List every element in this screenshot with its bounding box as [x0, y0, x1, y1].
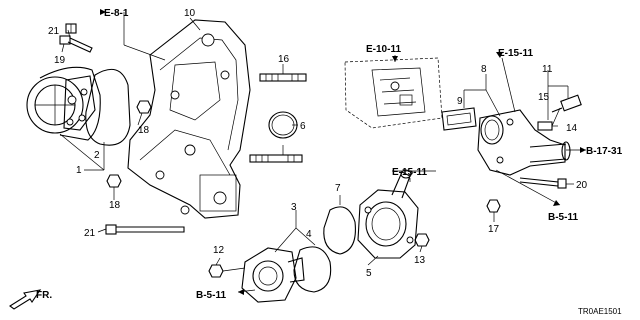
part-label-20: 20 [576, 180, 588, 191]
front-direction-arrow [9, 289, 42, 310]
water-pump-gasket [85, 68, 131, 146]
part-label-14: 14 [566, 123, 578, 134]
reference-labels: E-8-1 E-10-11 E-15-11 E-15-11 B-17-31 B-… [104, 8, 623, 301]
nut-18-bottom [106, 174, 122, 188]
seal-4 [293, 246, 332, 293]
part-label-4: 4 [306, 229, 312, 240]
ref-b-5-11-right: B-5-11 [548, 212, 578, 223]
part-label-2: 2 [94, 150, 100, 161]
ref-e-15-11-top: E-15-11 [498, 48, 533, 59]
sensor-15 [551, 94, 582, 113]
nut-18-top [136, 100, 152, 114]
part-label-16: 16 [278, 54, 290, 65]
part-label-21-bottom: 21 [84, 228, 96, 239]
bolt-20 [519, 177, 567, 189]
part-label-19: 19 [54, 55, 66, 66]
part-label-9: 9 [457, 96, 463, 107]
gasket-9 [441, 107, 477, 131]
part-label-10: 10 [184, 8, 196, 19]
front-label: FR. [36, 290, 52, 301]
water-pump [26, 66, 101, 141]
part-label-6: 6 [300, 121, 306, 132]
clip-14 [537, 121, 558, 131]
bolt-19 [59, 35, 93, 53]
nut-17 [486, 199, 501, 213]
bolt-21-top [65, 23, 77, 34]
ref-e-15-11-mid: E-15-11 [392, 167, 427, 178]
part-label-21-top: 21 [48, 26, 60, 37]
part-label-3: 3 [291, 202, 297, 213]
part-label-18-bottom: 18 [109, 200, 121, 211]
leader-lines [59, 12, 586, 293]
diagram-code: TR0AE1501 [578, 307, 622, 316]
part-label-18-top: 18 [138, 125, 150, 136]
part-label-12: 12 [213, 245, 225, 256]
ref-e-10-11: E-10-11 [366, 44, 401, 55]
part-label-11: 11 [542, 64, 553, 75]
seal-7 [323, 206, 356, 255]
thermostat [241, 247, 305, 303]
part-label-1: 1 [76, 165, 82, 176]
part-label-7: 7 [335, 183, 341, 194]
part-label-13: 13 [414, 255, 426, 266]
part-label-15: 15 [538, 92, 550, 103]
reference-arrows [100, 9, 586, 295]
bolt-12 [208, 264, 246, 278]
ref-b-5-11-left: B-5-11 [196, 290, 226, 301]
ref-e-8-1: E-8-1 [104, 8, 129, 19]
part-label-17: 17 [488, 224, 500, 235]
part-number-labels: 1 2 3 4 5 6 7 8 9 10 11 12 13 14 15 16 1… [48, 8, 588, 279]
engine-bracket [127, 19, 251, 219]
stud-bolt-16-bottom [249, 154, 303, 163]
bolt-21-bottom [105, 224, 185, 235]
thermostat-housing [357, 169, 419, 259]
water-outlet [477, 109, 571, 176]
ref-b-17-31: B-17-31 [586, 146, 623, 157]
part-label-5: 5 [366, 268, 372, 279]
bolt-13 [414, 233, 430, 247]
stud-bolt-16-top [259, 73, 307, 82]
part-label-8: 8 [481, 64, 487, 75]
detail-view-e-10-11 [344, 57, 443, 129]
